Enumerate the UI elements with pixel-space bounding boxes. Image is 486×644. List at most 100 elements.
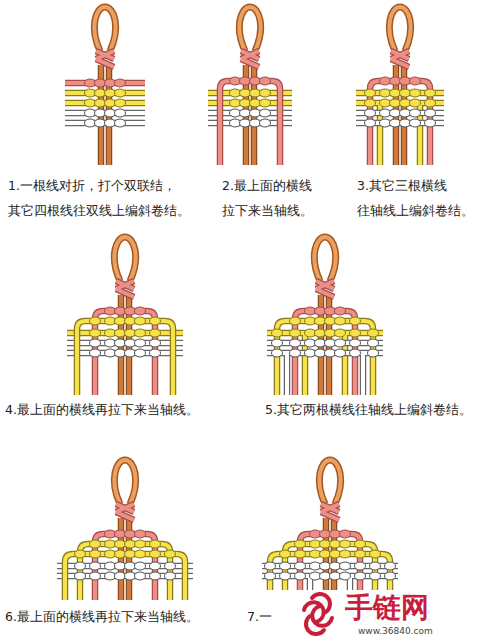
cord-drawing xyxy=(105,530,146,538)
cord-drawing xyxy=(85,119,126,127)
cord-drawing xyxy=(267,343,383,395)
cord-drawing xyxy=(295,311,355,395)
cord-drawing xyxy=(295,550,366,558)
cord-drawing xyxy=(90,550,161,558)
cord-drawing xyxy=(305,317,346,325)
cord-drawing xyxy=(305,307,346,315)
watermark-text: 手链网 xyxy=(345,592,429,624)
step-caption: 7.一 xyxy=(247,608,272,626)
cord-drawing xyxy=(94,7,115,67)
cord-drawing xyxy=(370,81,430,165)
cord-drawing xyxy=(65,80,145,87)
cord-drawing xyxy=(75,562,176,570)
cord-drawing xyxy=(305,349,346,357)
cord-drawing xyxy=(90,349,161,357)
cord-drawing xyxy=(265,572,396,580)
step-figure xyxy=(267,237,383,395)
cord-drawing xyxy=(230,99,271,107)
watermark-url: www.36840.com xyxy=(358,625,433,637)
cord-drawing xyxy=(90,540,161,548)
step-caption: 5.其它两根横线往轴线上编斜卷结。 xyxy=(265,401,472,419)
cord-drawing xyxy=(380,109,421,117)
cord-drawing xyxy=(67,330,183,337)
cord-drawing xyxy=(277,321,373,395)
cord-drawing xyxy=(239,7,260,67)
cord-drawing xyxy=(310,540,351,548)
cord-drawing xyxy=(365,99,436,107)
cord-drawing xyxy=(290,317,361,325)
cord-drawing xyxy=(95,534,155,600)
cord-drawing xyxy=(295,540,366,548)
cord-drawing xyxy=(105,562,146,570)
cord-drawing xyxy=(380,89,421,97)
step-figure xyxy=(65,7,145,165)
step-caption: 1.一根线对折，打个双联结， 其它四根线往双线上编斜卷结。 xyxy=(8,173,200,223)
cord-drawing xyxy=(280,572,381,580)
cord-drawing xyxy=(305,339,346,347)
cord-drawing xyxy=(75,550,176,558)
cord-drawing xyxy=(272,349,379,357)
cord-drawing xyxy=(319,460,340,520)
cord-drawing xyxy=(95,311,155,395)
step-figure xyxy=(57,460,193,600)
cord-drawing xyxy=(300,534,360,590)
cord-drawing xyxy=(230,119,271,127)
cord-drawing xyxy=(380,119,421,127)
cord-drawing xyxy=(380,99,421,107)
cord-drawing xyxy=(77,321,173,395)
watermark-logo xyxy=(304,594,332,634)
cord-drawing xyxy=(230,109,271,117)
cord-drawing xyxy=(290,349,361,357)
cord-drawing xyxy=(290,329,361,337)
cord-drawing xyxy=(365,109,436,117)
cord-drawing xyxy=(295,311,355,395)
cord-drawing xyxy=(95,311,155,395)
cord-drawing xyxy=(295,562,366,570)
cord-drawing xyxy=(90,572,161,580)
cord-drawing xyxy=(75,572,176,580)
step-caption: 6.最上面的横线再拉下来当轴线。 xyxy=(5,608,199,626)
cord-drawing xyxy=(310,530,351,538)
step-figure xyxy=(208,7,292,165)
cord-drawing xyxy=(90,562,161,570)
cord-drawing xyxy=(310,562,351,570)
cord-drawing xyxy=(267,333,383,395)
cord-drawing xyxy=(105,550,146,558)
cord-drawing xyxy=(105,572,146,580)
cord-drawing xyxy=(105,329,146,337)
cord-drawing xyxy=(90,339,161,347)
cord-drawing xyxy=(95,534,155,600)
cord-drawing xyxy=(306,616,324,634)
cord-drawing xyxy=(220,81,280,165)
cord-drawing xyxy=(105,307,146,315)
step-figure xyxy=(262,460,398,590)
cord-drawing xyxy=(230,89,271,97)
cord-drawing xyxy=(310,550,351,558)
cord-drawing xyxy=(114,460,135,520)
cord-drawing xyxy=(380,77,421,85)
cord-drawing xyxy=(277,321,373,395)
cord-drawing xyxy=(310,572,351,580)
cord-drawing xyxy=(312,594,330,612)
cord-drawing xyxy=(90,329,161,337)
step-caption: 2.最上面的横线 拉下来当轴线。 xyxy=(222,173,324,223)
cord-drawing xyxy=(365,89,436,97)
cord-drawing xyxy=(280,550,381,558)
cord-drawing xyxy=(300,534,360,590)
cord-drawing xyxy=(305,329,346,337)
cord-drawing xyxy=(280,562,381,570)
step-caption: 4.最上面的横线再拉下来当轴线。 xyxy=(5,401,199,419)
cord-drawing xyxy=(230,77,271,85)
cord-drawing xyxy=(85,109,126,117)
cord-drawing xyxy=(220,81,280,165)
cord-drawing xyxy=(77,321,173,395)
cord-drawing xyxy=(290,339,361,347)
cord-drawing xyxy=(90,317,161,325)
cord-drawing xyxy=(265,562,396,570)
cord-drawing xyxy=(105,349,146,357)
cord-drawing xyxy=(267,343,383,395)
cord-drawing xyxy=(389,7,410,67)
